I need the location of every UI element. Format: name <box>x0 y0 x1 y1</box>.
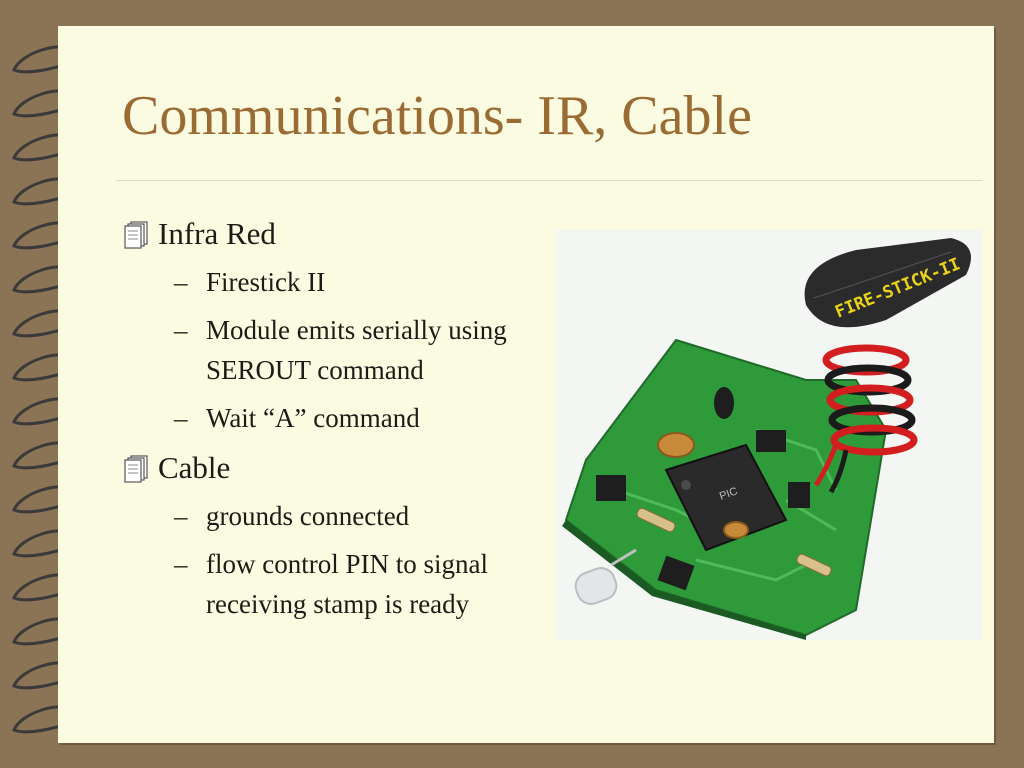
notebook-icon <box>124 455 148 483</box>
svg-text:PIC: PIC <box>718 485 739 503</box>
sub-bullet: –grounds connected <box>174 501 410 531</box>
bullet-label: Cable <box>158 450 231 485</box>
sub-bullet: –Firestick II <box>174 267 326 297</box>
slide-title: Communications- IR, Cable <box>122 85 752 147</box>
title-divider <box>116 180 982 181</box>
notebook-icon <box>124 221 148 249</box>
bullet-label: Infra Red <box>158 216 276 251</box>
sub-bullet: –Module emits serially using SEROUT comm… <box>174 315 507 385</box>
bullet-cable: Cable <box>122 448 542 488</box>
sub-bullet: –Wait “A” command <box>174 403 420 433</box>
bullet-infra-red: Infra Red <box>122 214 542 254</box>
bullet-list: Infra Red –Firestick II –Module emits se… <box>122 214 542 624</box>
sub-bullet: –flow control PIN to signal receiving st… <box>174 549 488 619</box>
firestick-photo: PIC FIRE-STICK-II <box>556 230 982 640</box>
